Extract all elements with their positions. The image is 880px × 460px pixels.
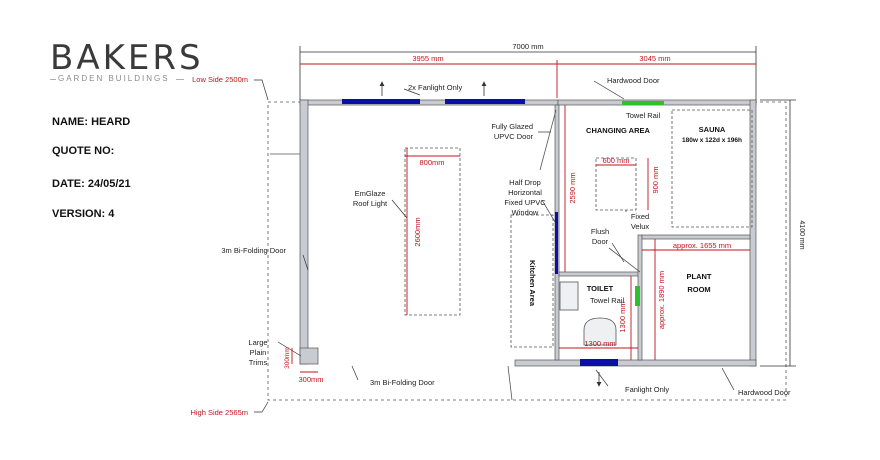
bottom-door-leaf [507,365,513,401]
half-drop-label-4: Window [512,208,539,217]
trim-x-label: 300mm [298,375,323,384]
basin [559,281,579,311]
client-name: NAME: HEARD [52,116,131,128]
flush-door-label-1: Flush [591,227,609,236]
half-drop-label-1: Half Drop [509,178,541,187]
half-drop-label-3: Fixed UPVC [504,198,546,207]
bifold-left-label: 3m Bi-Folding Door [221,246,286,255]
wall-bottom-right [514,359,757,367]
emglaze-label-2: Roof Light [353,199,388,208]
fanlight-window-bottom [580,359,618,366]
bifold-left-leader [302,254,309,271]
wall-right [749,99,757,367]
fanlight-top-label: 2x Fanlight Only [408,83,462,92]
towel-rail-toilet [635,286,640,306]
plant-room-label-1: PLANT [687,272,712,281]
company-logo: BAKERS [50,38,204,78]
logo-rule-left [50,79,56,80]
towel-rail-toilet-label: Towel Rail [590,296,625,305]
emglaze-leader [391,199,408,219]
overall-depth-label: 4100 mm [798,220,805,249]
trims-leader [277,341,302,357]
toilet-depth-label: 1300 mm [618,301,627,332]
hardwood-bottom-leader [721,367,735,391]
low-side-leader [254,79,269,101]
bifold-bottom-label: 3m Bi-Folding Door [370,378,435,387]
sauna-outline [671,109,753,228]
fanlight-leader [403,88,421,96]
half-drop-label-2: Horizontal [508,188,542,197]
toilet-label: TOILET [587,284,614,293]
wc-pan [583,317,617,346]
drawing-date: DATE: 24/05/21 [52,178,131,190]
bifold-bottom-leader [351,365,359,381]
trims-label-3: Trims [249,358,268,367]
toilet-width-label: 1300 mm [584,339,615,348]
flush-door-leader [611,242,625,263]
changing-area-label: CHANGING AREA [586,126,650,135]
sauna-label: SAUNA [699,125,726,134]
emglaze-label-1: EmGlaze [355,189,386,198]
velux-outline [595,157,637,211]
half-drop-leader [541,199,556,223]
glazed-door-label-1: Fully Glazed [491,122,533,131]
high-side-label: High Side 2565m [190,408,248,417]
towel-rail-top [622,101,664,105]
wall-toilet-top [558,271,640,277]
flush-door-label-2: Door [592,237,609,246]
flush-door-leaf [608,247,641,273]
kitchen-area-label: Kitchen Area [528,260,537,307]
changing-depth-label: 2590 mm [568,172,577,203]
hardwood-door-bottom-label: Hardwood Door [738,388,791,397]
wall-left [299,99,309,365]
roof-light-width-label: 800mm [419,158,444,167]
kitchen-outline [510,214,554,348]
towel-rail-top-label: Towel Rail [626,111,661,120]
high-side-leader [254,401,269,413]
fixed-velux-label-2: Velux [631,222,650,231]
fanlight-window-2 [445,99,525,104]
roof-outline [267,101,787,401]
roof-light-length-label: 2600mm [413,217,422,246]
plant-depth-label: approx. 1890 mm [657,271,666,329]
wall-plant-top [641,234,751,240]
glazed-door-leaf [539,109,557,171]
fanlight-window-1 [342,99,420,104]
plant-width-label: approx. 1655 mm [673,241,731,250]
low-side-label: Low Side 2500m [192,75,248,84]
logo-rule-right [176,79,184,80]
left-width-label: 3955 mm [412,54,443,63]
company-tagline: GARDEN BUILDINGS [58,74,170,83]
drawing-version: VERSION: 4 [52,208,115,220]
trim-y-label: 300mm [284,347,291,369]
hardwood-top-leader [593,80,625,100]
fixed-velux-label-1: Fixed [631,212,649,221]
roof-light-outline [404,147,461,316]
fanlight-bottom-leader [595,369,609,387]
hardwood-door-top-label: Hardwood Door [607,76,660,85]
trim-corner [299,347,319,365]
half-drop-window [555,212,558,274]
velux-length-label: 900 mm [651,166,660,193]
quote-number: QUOTE NO: [52,145,115,157]
right-width-label: 3045 mm [639,54,670,63]
trims-label-2: Plain [250,348,267,357]
velux-width-label: 600 mm [602,156,629,165]
plant-room-label-2: ROOM [687,285,710,294]
fanlight-bottom-label: Fanlight Only [625,385,669,394]
glazed-door-label-2: UPVC Door [494,132,534,141]
trims-label-1: Large [248,338,267,347]
overall-width-label: 7000 mm [512,42,543,51]
sauna-size-label: 180w x 122d x 196h [682,137,742,144]
